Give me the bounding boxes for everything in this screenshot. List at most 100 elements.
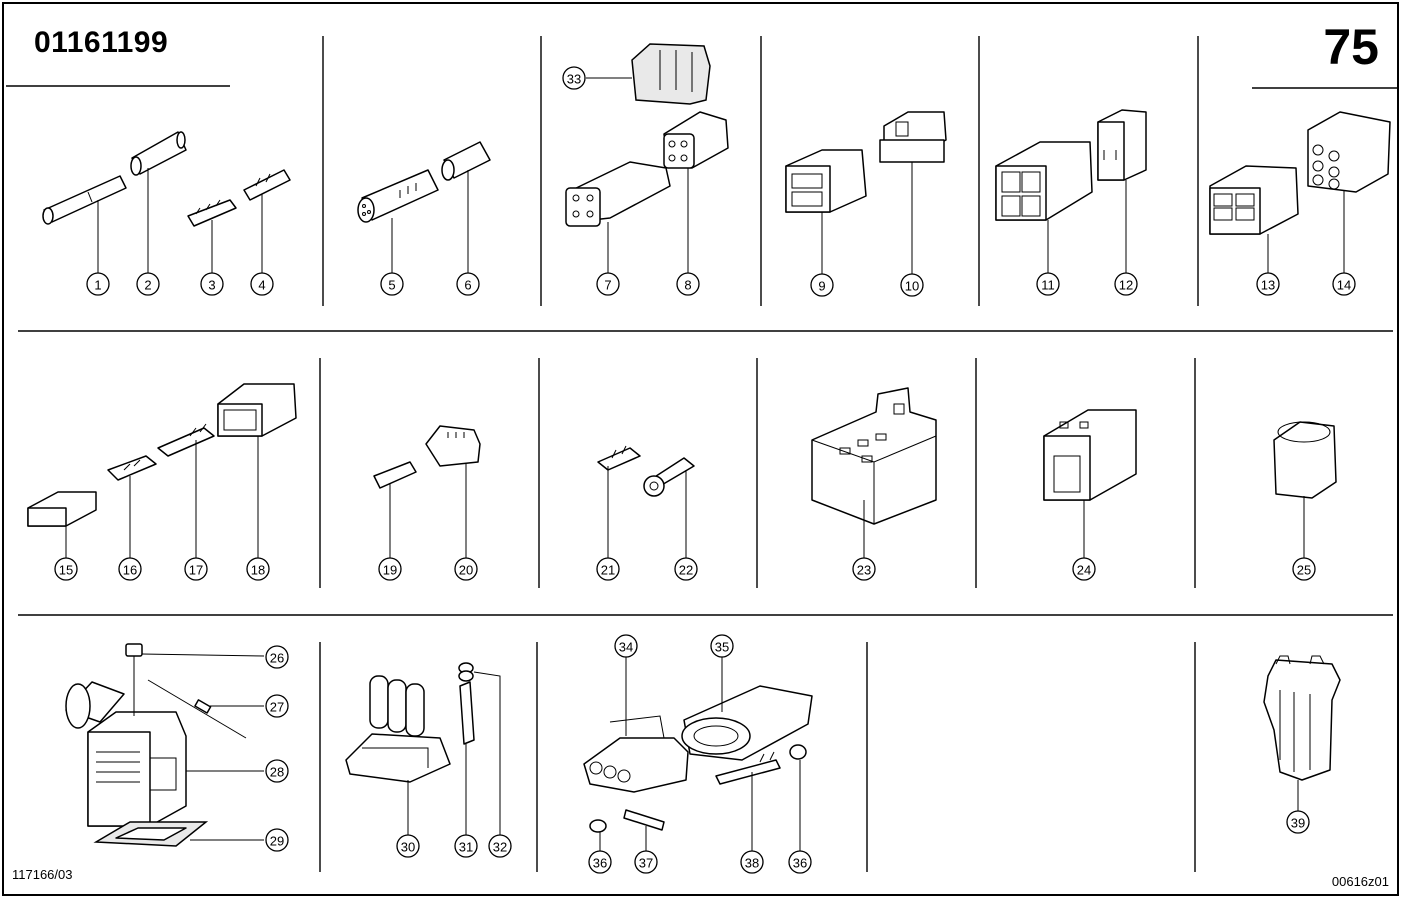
callout-26: 26	[265, 645, 289, 669]
callout-11: 11	[1036, 272, 1060, 296]
part-11-4-pin-housing	[995, 141, 1093, 275]
part-19-receptacle	[373, 461, 417, 560]
callout-6: 6	[456, 272, 480, 296]
callout-label: 1	[94, 278, 101, 293]
callout-label: 29	[270, 834, 284, 849]
callout-36: 36	[588, 850, 612, 874]
part-12-4-pin-housing	[1097, 109, 1147, 275]
part-9-2-pin-housing	[785, 149, 867, 275]
part-39-socket-insert	[1263, 655, 1341, 812]
grid-lines	[6, 36, 1397, 872]
part-33-rubber-boot	[586, 43, 711, 105]
part-1-pin-contact	[42, 175, 127, 275]
part-30-3-pin-housing	[345, 675, 451, 836]
callout-28: 28	[265, 759, 289, 783]
callout-label: 19	[383, 563, 397, 578]
callout-21: 21	[596, 557, 620, 581]
callout-1: 1	[86, 272, 110, 296]
callout-7: 7	[596, 272, 620, 296]
callout-label: 36	[593, 856, 607, 871]
callout-label: 8	[684, 278, 691, 293]
callout-16: 16	[118, 557, 142, 581]
part-8-round-connector	[663, 111, 729, 275]
part-18-flat-housing	[217, 383, 297, 560]
callout-label: 30	[401, 840, 415, 855]
part-23-relay-socket	[811, 387, 937, 560]
part-24-socket-housing	[1043, 409, 1137, 560]
callout-27: 27	[265, 694, 289, 718]
callout-label: 12	[1119, 278, 1133, 293]
callout-15: 15	[54, 557, 78, 581]
callout-label: 31	[459, 840, 473, 855]
callout-18: 18	[246, 557, 270, 581]
callout-32: 32	[488, 834, 512, 858]
part-31-contact	[459, 681, 475, 836]
part-36-seal-right	[789, 744, 807, 852]
callout-5: 5	[380, 272, 404, 296]
callout-label: 28	[270, 765, 284, 780]
callout-label: 35	[715, 640, 729, 655]
callout-label: 15	[59, 563, 73, 578]
part-35-sealed-connector	[681, 656, 813, 761]
callout-label: 6	[464, 278, 471, 293]
callout-9: 9	[810, 273, 834, 297]
callout-label: 16	[123, 563, 137, 578]
callout-2: 2	[136, 272, 160, 296]
part-16-flat-receptacle	[107, 455, 157, 560]
part-7-round-connector	[565, 161, 671, 275]
part-4-crimp-terminal	[243, 169, 291, 275]
callout-label: 25	[1297, 563, 1311, 578]
callout-label: 32	[493, 840, 507, 855]
document-number: 01161199	[34, 26, 169, 59]
callout-34: 34	[614, 634, 638, 658]
callout-19: 19	[378, 557, 402, 581]
part-28-valve-connector	[65, 681, 264, 827]
callout-label: 13	[1261, 278, 1275, 293]
part-26-screw	[125, 643, 265, 716]
callout-label: 22	[679, 563, 693, 578]
drawing-code-left: 117166/03	[12, 867, 73, 882]
callout-22: 22	[674, 557, 698, 581]
part-6-round-housing	[441, 141, 491, 275]
part-15-flat-housing	[27, 491, 97, 560]
callout-38: 38	[740, 850, 764, 874]
callout-label: 20	[459, 563, 473, 578]
callout-33: 33	[562, 66, 586, 90]
callout-label: 18	[251, 563, 265, 578]
callout-39: 39	[1286, 810, 1310, 834]
callout-label: 11	[1041, 278, 1055, 293]
callout-label: 36	[793, 856, 807, 871]
callout-label: 9	[818, 279, 825, 294]
callout-31: 31	[454, 834, 478, 858]
callout-14: 14	[1332, 272, 1356, 296]
callout-label: 21	[601, 563, 615, 578]
callout-label: 5	[388, 278, 395, 293]
part-29-gasket	[93, 821, 264, 847]
part-21-terminal	[597, 445, 641, 560]
callout-37: 37	[634, 850, 658, 874]
drawing-code-right: 00616z01	[1331, 874, 1389, 889]
callout-17: 17	[184, 557, 208, 581]
callout-label: 3	[208, 278, 215, 293]
part-17-flat-tab	[157, 423, 215, 560]
part-37-contact	[623, 809, 665, 852]
callout-20: 20	[454, 557, 478, 581]
callout-label: 37	[639, 856, 653, 871]
callout-label: 10	[905, 279, 919, 294]
callout-25: 25	[1292, 557, 1316, 581]
callout-35: 35	[710, 634, 734, 658]
callout-3: 3	[200, 272, 224, 296]
callout-label: 4	[258, 278, 265, 293]
part-38-contact	[715, 751, 781, 852]
callout-24: 24	[1072, 557, 1096, 581]
part-5-round-housing	[357, 169, 439, 275]
part-25-round-socket	[1273, 421, 1337, 560]
part-20-receptacle-housing	[425, 425, 481, 560]
part-14-6-pin-housing	[1307, 111, 1391, 275]
callout-30: 30	[396, 834, 420, 858]
callout-label: 26	[270, 651, 284, 666]
callout-8: 8	[676, 272, 700, 296]
callout-label: 7	[604, 278, 611, 293]
